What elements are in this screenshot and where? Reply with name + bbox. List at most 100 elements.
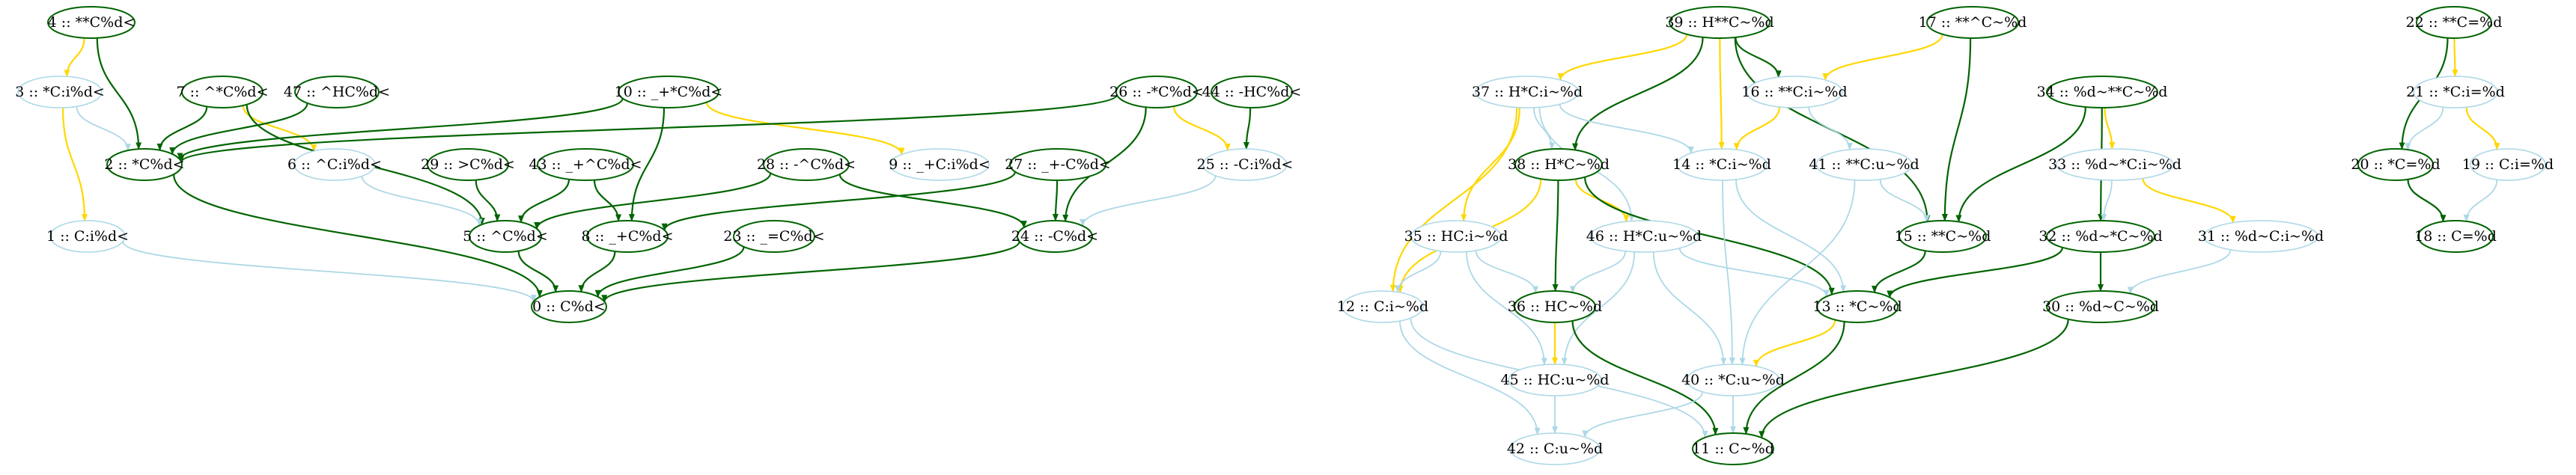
node-ellipse-n1 (49, 220, 126, 253)
node-ellipse-n31 (2203, 220, 2318, 253)
node-label-n39: 39 :: H**C~%d (1665, 14, 1773, 31)
node-label-n43: 43 :: _+^C%d< (529, 156, 642, 173)
node-ellipse-n3 (17, 76, 103, 108)
edge-n32-to-n13 (1887, 247, 2063, 298)
edge-n28-to-n24 (838, 174, 1027, 229)
node-label-n23: 23 :: _=C%d< (723, 228, 824, 245)
node-n44: 44 :: -HC%d< (1202, 76, 1301, 108)
edge-n30-to-n11 (1759, 319, 2069, 439)
node-ellipse-n5 (469, 220, 542, 253)
node-n16: 16 :: **C:i~%d (1741, 76, 1848, 108)
node-ellipse-n28 (763, 148, 850, 181)
node-n1: 1 :: C:i%d< (46, 220, 129, 253)
node-ellipse-n37 (1475, 76, 1580, 108)
edge-n16-to-n41 (1808, 106, 1853, 150)
node-n47: 47 :: ^HC%d< (284, 76, 390, 108)
edge-n39-to-n38 (1572, 37, 1704, 151)
node-label-n26: 26 :: -*C%d< (1109, 84, 1204, 100)
node-label-n32: 32 :: %d~*C~%d (2038, 228, 2162, 245)
edge-n38-to-n36 (1552, 180, 1559, 292)
node-n34: 34 :: %d~**C~%d (2037, 76, 2167, 108)
node-n24: 24 :: -C%d< (1011, 220, 1098, 253)
node-ellipse-n9 (889, 148, 990, 181)
node-ellipse-n29 (427, 148, 509, 181)
edge-n10-to-n9 (705, 102, 905, 156)
node-ellipse-n22 (2416, 6, 2492, 39)
edge-n35-to-n45 (1466, 251, 1547, 366)
edge-n28-to-n5 (534, 173, 772, 230)
node-n15: 15 :: **C~%d (1895, 220, 1991, 253)
node-n23: 23 :: _=C%d< (723, 220, 825, 253)
node-ellipse-n32 (2046, 220, 2155, 253)
node-label-n47: 47 :: ^HC%d< (284, 84, 390, 100)
node-label-n46: 46 :: H*C:u~%d (1586, 228, 1702, 245)
edge-n25-to-n24 (1080, 175, 1217, 227)
edge-n39-to-n14 (1718, 37, 1725, 150)
node-ellipse-n44 (1211, 76, 1293, 108)
edge-n39-to-n16 (1735, 37, 1782, 79)
node-n3: 3 :: *C:i%d< (15, 76, 105, 108)
edge-n36-to-n11 (1571, 320, 1719, 436)
edge-n8-to-n0 (578, 251, 616, 293)
node-label-n15: 15 :: **C~%d (1895, 228, 1991, 245)
node-ellipse-n34 (2046, 76, 2158, 108)
node-n2: 2 :: *C%d< (104, 148, 185, 181)
edge-n16-to-n14 (1733, 106, 1781, 151)
node-ellipse-n41 (1815, 148, 1913, 181)
node-label-n14: 14 :: *C:i~%d (1672, 156, 1771, 173)
node-label-n18: 18 :: C=%d (2414, 228, 2497, 245)
node-n29: 29 :: >C%d< (421, 148, 515, 181)
node-n22: 22 :: **C=%d (2406, 6, 2503, 39)
node-label-n30: 30 :: %d~C~%d (2042, 298, 2159, 315)
node-n6: 6 :: ^C:i%d< (287, 148, 382, 181)
edge-n1-to-n0 (122, 241, 537, 303)
node-ellipse-n2 (106, 148, 183, 181)
node-n35: 35 :: HC:i~%d (1404, 220, 1508, 253)
edge-n41-to-n40 (1739, 180, 1856, 366)
node-label-n29: 29 :: >C%d< (421, 156, 515, 173)
node-n45: 45 :: HC:u~%d (1501, 364, 1609, 396)
node-label-n5: 5 :: ^C%d< (463, 228, 548, 245)
edge-n20-to-n18 (2407, 179, 2446, 223)
node-label-n13: 13 :: *C~%d (1812, 298, 1901, 315)
node-n36: 36 :: HC~%d (1508, 290, 1602, 323)
node-label-n8: 8 :: _+C%d< (581, 228, 673, 245)
node-ellipse-n8 (586, 220, 669, 253)
node-n46: 46 :: H*C:u~%d (1586, 220, 1702, 253)
node-ellipse-n47 (294, 76, 380, 108)
edge-n37-to-n12 (1389, 107, 1518, 292)
node-ellipse-n17 (1926, 6, 2019, 39)
edge-n12-to-n42 (1399, 320, 1541, 435)
edge-n44-to-n25 (1243, 107, 1252, 150)
edge-n38-to-n13 (1584, 177, 1835, 295)
edge-n7-to-n6 (242, 105, 317, 152)
node-ellipse-n35 (1410, 220, 1502, 253)
edge-n13-to-n40 (1753, 319, 1836, 367)
node-label-n9: 9 :: _+C:i%d< (889, 156, 990, 173)
edge-n35-to-n36 (1475, 250, 1539, 294)
node-label-n42: 42 :: C:u~%d (1507, 441, 1603, 457)
node-n30: 30 :: %d~C~%d (2042, 290, 2159, 323)
node-n42: 42 :: C:u~%d (1507, 432, 1603, 465)
node-n14: 14 :: *C:i~%d (1672, 148, 1771, 181)
node-ellipse-n43 (537, 148, 634, 181)
node-ellipse-n21 (2413, 76, 2498, 108)
edge-n37-to-n35 (1461, 107, 1520, 222)
node-label-n33: 33 :: %d~*C:i~%d (2048, 156, 2181, 173)
node-n19: 19 :: C:i=%d (2462, 148, 2554, 181)
node-ellipse-n27 (1009, 148, 1106, 181)
node-ellipse-n25 (1202, 148, 1288, 181)
edge-n34-to-n15 (1955, 106, 2086, 223)
edge-n23-to-n0 (594, 246, 745, 298)
node-label-n22: 22 :: **C=%d (2406, 14, 2503, 31)
edge-n21-to-n20 (2405, 107, 2444, 151)
edge-n24-to-n0 (601, 241, 1020, 303)
node-ellipse-n20 (2357, 148, 2434, 181)
node-label-n28: 28 :: -^C%d< (757, 156, 856, 173)
node-label-n20: 20 :: *C=%d (2351, 156, 2440, 173)
node-label-n36: 36 :: HC~%d (1508, 298, 1602, 315)
edge-n2-to-n0 (173, 174, 543, 298)
node-n20: 20 :: *C=%d (2351, 148, 2440, 181)
node-n10: 10 :: _+*C%d< (615, 76, 722, 108)
node-n33: 33 :: %d~*C:i~%d (2048, 148, 2181, 181)
